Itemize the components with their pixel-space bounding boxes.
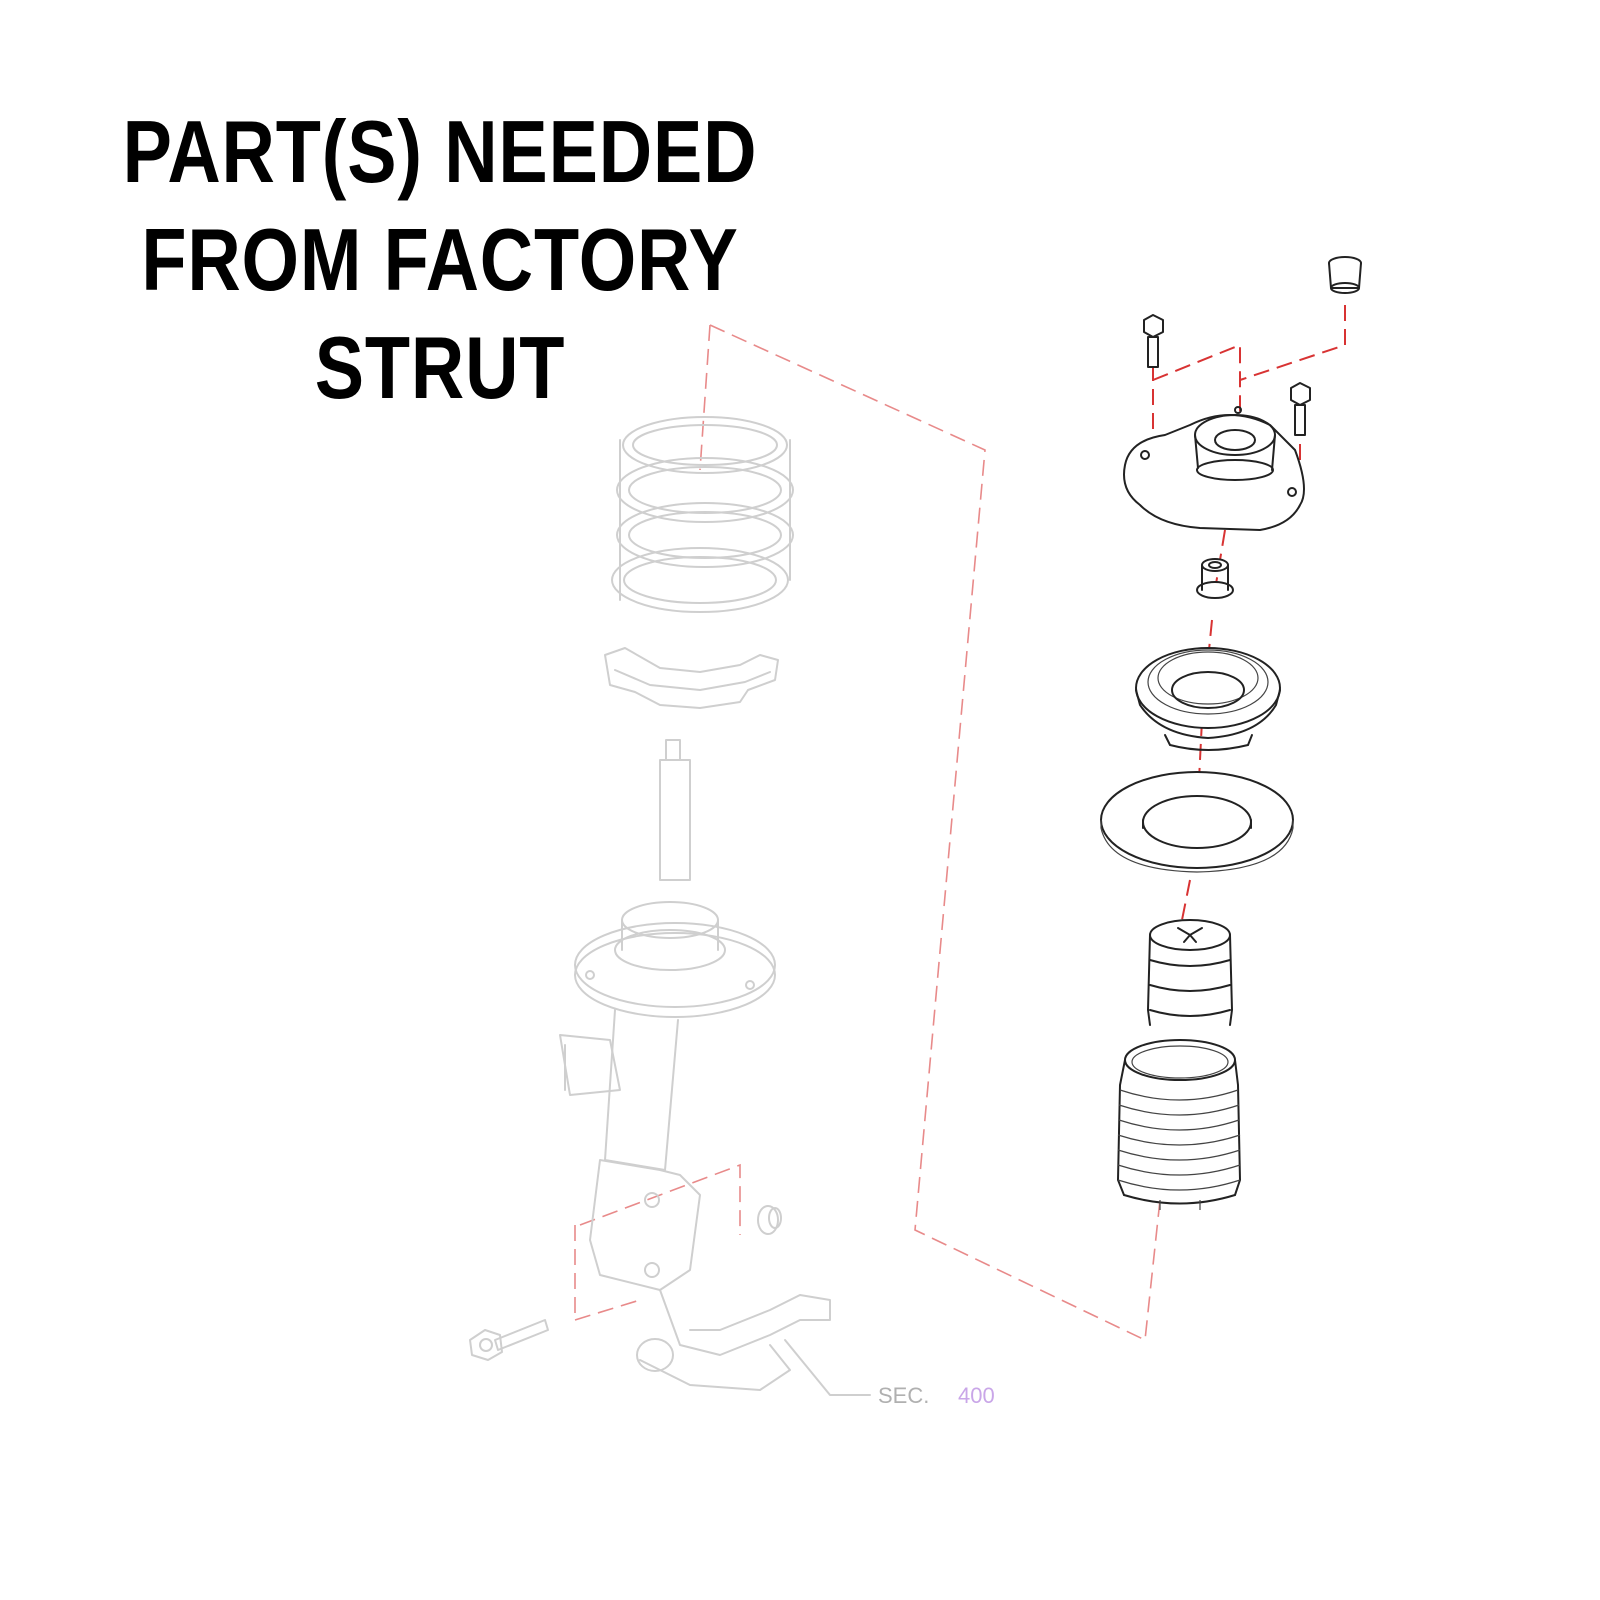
coil-spring [611,416,794,613]
knuckle-guide [574,1163,741,1321]
strut-tube [559,1009,679,1171]
spring-isolator [1100,771,1294,873]
strut-upper-plate [574,901,776,1018]
section-number: 400 [958,1383,995,1408]
upper-strut-mount [1123,406,1305,531]
knuckle-nut [757,1205,782,1235]
piston-rod [659,739,691,881]
section-label: SEC. [878,1383,929,1408]
dust-cap [1328,256,1362,294]
mount-bolt-left [1143,314,1164,368]
mount-bolt-guide [1152,343,1241,450]
spring-axis-guide [699,324,711,471]
headline: PART(S) NEEDED FROM FACTORY STRUT [104,98,776,422]
flanged-nut [1196,558,1234,599]
headline-line-3: STRUT [314,318,566,417]
mount-bolt-right [1290,382,1311,436]
factory-strut-assembly: SEC. 400 [469,416,995,1408]
dust-boot [1116,1039,1242,1210]
cap-guide [1239,305,1346,381]
headline-line-2: FROM FACTORY [141,210,739,309]
headline-line-1: PART(S) NEEDED [122,102,758,201]
strut-bearing [1135,647,1281,751]
knuckle-bracket [589,1159,831,1391]
outer-guide-line [709,324,1161,1342]
lower-spring-seat [604,647,779,709]
needed-parts [1100,256,1362,1210]
bump-stop [1146,919,1234,1026]
knuckle-bolt [469,1319,549,1361]
